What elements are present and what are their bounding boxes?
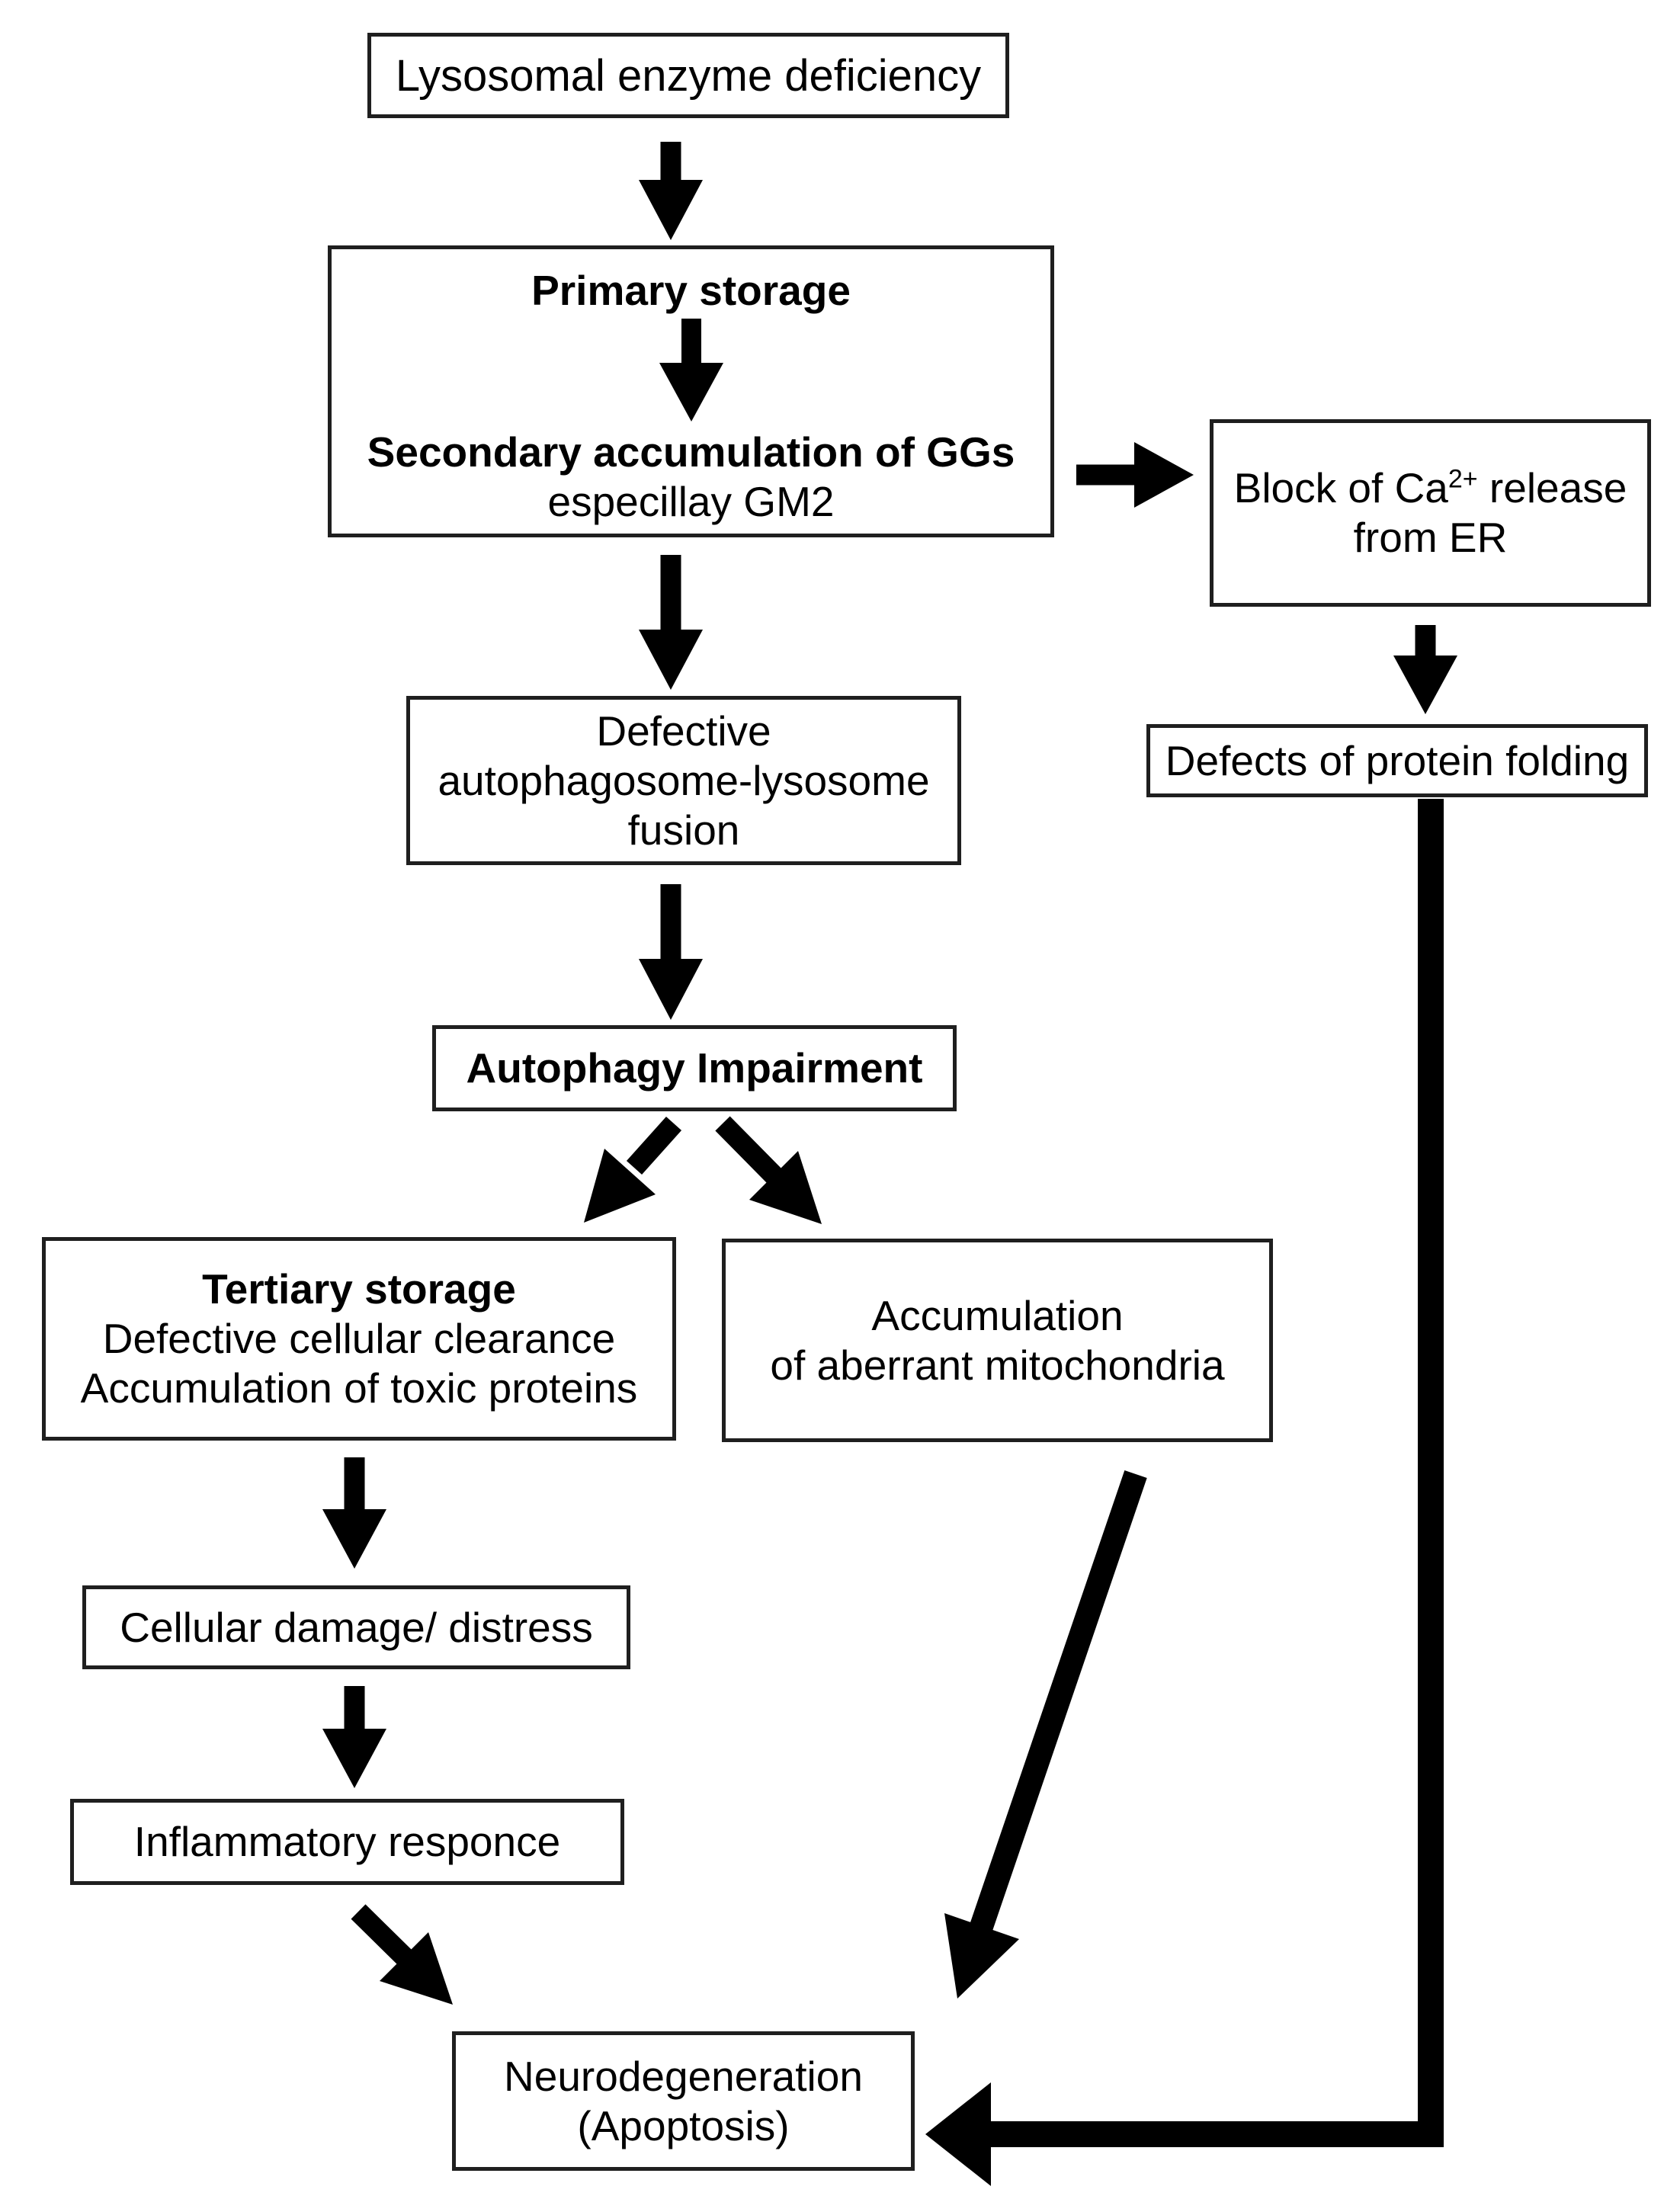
node-inflammatory-response: Inflammatory responce bbox=[70, 1799, 624, 1885]
node-autophagy-impairment: Autophagy Impairment bbox=[432, 1025, 957, 1111]
arrow-tertiary-to-cellular-damage bbox=[322, 1457, 386, 1569]
fusion-line3: fusion bbox=[627, 806, 740, 854]
node-defects-protein-folding: Defects of protein folding bbox=[1146, 724, 1648, 797]
fusion-line2: autophagosome-lysosome bbox=[438, 756, 930, 804]
ca-release-line1: Block of Ca2+ release bbox=[1233, 464, 1627, 511]
arrow-storage-to-fusion bbox=[639, 555, 703, 690]
node-defective-fusion: Defective autophagosome-lysosome fusion bbox=[406, 696, 961, 865]
neuro-line1: Neurodegeneration bbox=[504, 2052, 863, 2100]
arrow-cellular-damage-to-inflammatory bbox=[322, 1686, 386, 1788]
node-aberrant-mitochondria: Accumulation of aberrant mitochondria bbox=[722, 1239, 1273, 1442]
arrow-storage-to-ca-block bbox=[1076, 442, 1194, 508]
arrow-inflammatory-to-neuro bbox=[351, 1904, 453, 2005]
node-lysosomal-enzyme-deficiency: Lysosomal enzyme deficiency bbox=[367, 33, 1009, 118]
arrow-ca-block-to-protein-folding bbox=[1393, 625, 1457, 714]
especially-gm2-label: especillay GM2 bbox=[547, 478, 835, 525]
mitochondria-line2: of aberrant mitochondria bbox=[770, 1341, 1225, 1389]
node-primary-secondary-storage: Primary storage Secondary accumulation o… bbox=[328, 245, 1054, 537]
ca-release-line2: from ER bbox=[1353, 514, 1508, 561]
node-block-of-ca-release: Block of Ca2+ release from ER bbox=[1210, 419, 1651, 607]
secondary-accumulation-label: Secondary accumulation of GGs bbox=[367, 428, 1015, 476]
arrow-fusion-to-autophagy bbox=[639, 884, 703, 1020]
tertiary-line3: Accumulation of toxic proteins bbox=[80, 1364, 638, 1412]
arrow-lysosomal-to-storage bbox=[639, 142, 703, 240]
tertiary-storage-label: Tertiary storage bbox=[202, 1265, 516, 1313]
cellular-damage-label: Cellular damage/ distress bbox=[120, 1603, 593, 1651]
ca-superscript: 2+ bbox=[1448, 464, 1478, 494]
arrow-mitochondria-to-neuro bbox=[944, 1470, 1147, 1999]
node-neurodegeneration-apoptosis: Neurodegeneration (Apoptosis) bbox=[452, 2031, 915, 2171]
tertiary-line2: Defective cellular clearance bbox=[102, 1315, 616, 1362]
node-lysosomal-label: Lysosomal enzyme deficiency bbox=[395, 50, 982, 101]
arrow-autophagy-to-tertiary bbox=[584, 1116, 682, 1223]
node-tertiary-storage: Tertiary storage Defective cellular clea… bbox=[42, 1237, 676, 1441]
mitochondria-line1: Accumulation bbox=[871, 1291, 1124, 1339]
arrow-protein-folding-to-neuro bbox=[925, 799, 1444, 2186]
neuro-line2: (Apoptosis) bbox=[577, 2101, 790, 2149]
autophagy-impairment-label: Autophagy Impairment bbox=[466, 1044, 923, 1091]
fusion-line1: Defective bbox=[596, 707, 771, 755]
primary-storage-label: Primary storage bbox=[531, 267, 851, 314]
inflammatory-label: Inflammatory responce bbox=[133, 1818, 561, 1865]
arrow-autophagy-to-mitochondria bbox=[715, 1116, 822, 1224]
down-arrow-icon bbox=[659, 319, 723, 422]
node-cellular-damage-distress: Cellular damage/ distress bbox=[82, 1585, 630, 1669]
protein-folding-label: Defects of protein folding bbox=[1165, 736, 1630, 784]
